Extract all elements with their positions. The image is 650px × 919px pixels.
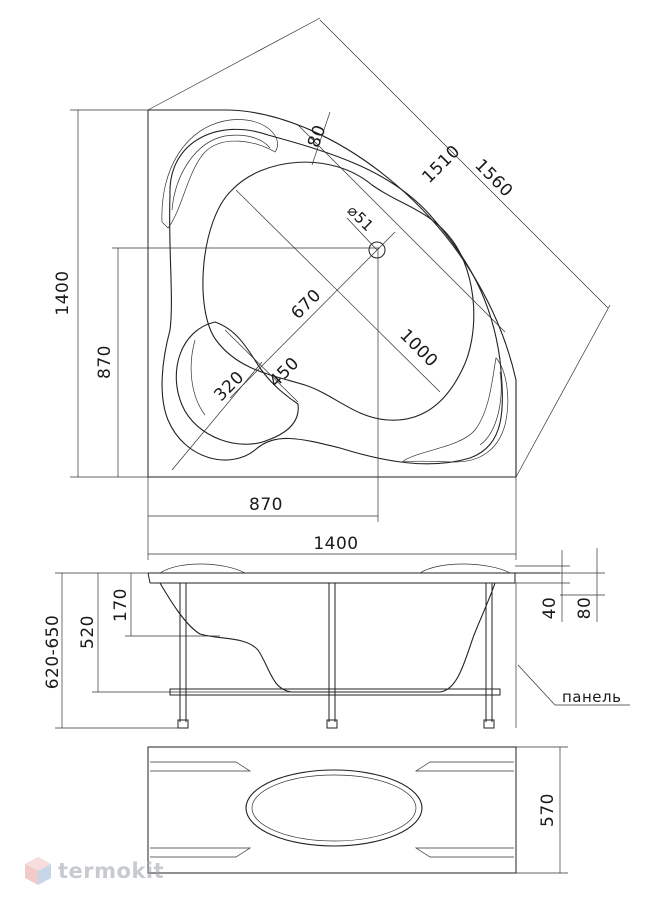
dim-570-label: 570 (538, 793, 558, 827)
right-seat-inner (479, 371, 502, 446)
front-panel-oval-inner (251, 774, 417, 842)
dim-870-horizontal-label: 870 (249, 495, 283, 515)
dim-51-drain-label: ⌀51 (344, 202, 378, 236)
dim-170: 170 (111, 573, 220, 637)
dim-80-label: 80 (575, 597, 595, 620)
side-rim (147, 563, 560, 584)
dim-40: 40 (515, 550, 570, 622)
dim-80-rim: 80 (304, 111, 331, 166)
dim-870-horizontal: 870 (147, 477, 378, 560)
dim-1560-diagonal: 1560 (147, 17, 611, 478)
dim-520-label: 520 (78, 615, 98, 649)
main-basin (202, 161, 475, 421)
panel-callout: панель (515, 583, 630, 728)
dim-670-label: 670 (287, 285, 325, 323)
dim-1000-label: 1000 (395, 325, 441, 371)
front-panel-oval-outer (245, 769, 423, 847)
dim-620-650-label: 620-650 (43, 615, 63, 690)
top-view: 1400 870 870 1400 1560 (53, 17, 611, 560)
front-panel-view: 570 (147, 746, 568, 874)
front-panel-outline (147, 746, 517, 874)
dim-870-vertical-label: 870 (95, 345, 115, 379)
dim-1400-horizontal-label: 1400 (313, 534, 358, 554)
tub-inner-outline (161, 128, 503, 465)
dim-620-650: 620-650 (43, 572, 180, 729)
dim-670: 670 (229, 231, 396, 399)
side-view: 620-650 520 170 40 80 па (43, 548, 630, 729)
dim-1510-diagonal: 1510 (297, 124, 506, 333)
dim-1560-diagonal-label: 1560 (470, 155, 516, 201)
dim-870-vertical: 870 (95, 247, 380, 477)
dim-1400-vertical-label: 1400 (53, 270, 73, 315)
side-basin-profile (159, 582, 496, 693)
lower-seat-inner (190, 339, 206, 416)
dim-80: 80 (560, 548, 605, 622)
brand-name: termokit (58, 859, 165, 883)
dim-170-label: 170 (111, 588, 131, 622)
dim-1400-horizontal: 1400 (148, 477, 517, 560)
brand-watermark: termokit (24, 856, 164, 886)
panel-label: панель (562, 688, 621, 706)
upper-seat-outline (161, 119, 278, 229)
drain: ⌀51 (344, 202, 386, 259)
dim-320-label: 320 (210, 367, 248, 405)
dim-1000: 1000 (235, 189, 442, 393)
dim-570: 570 (516, 746, 568, 874)
tub-outer-rim (148, 109, 517, 477)
dim-1510-diagonal-label: 1510 (418, 141, 464, 187)
dim-40-label: 40 (540, 597, 560, 620)
upper-seat-inner (171, 134, 271, 211)
side-frame (169, 583, 501, 729)
lower-seat (175, 321, 299, 445)
dim-1400-vertical: 1400 (53, 109, 148, 478)
termokit-logo-icon (25, 857, 51, 885)
dim-520: 520 (78, 573, 290, 693)
right-seat-outline (400, 357, 509, 463)
dim-450-label: 450 (265, 353, 303, 391)
